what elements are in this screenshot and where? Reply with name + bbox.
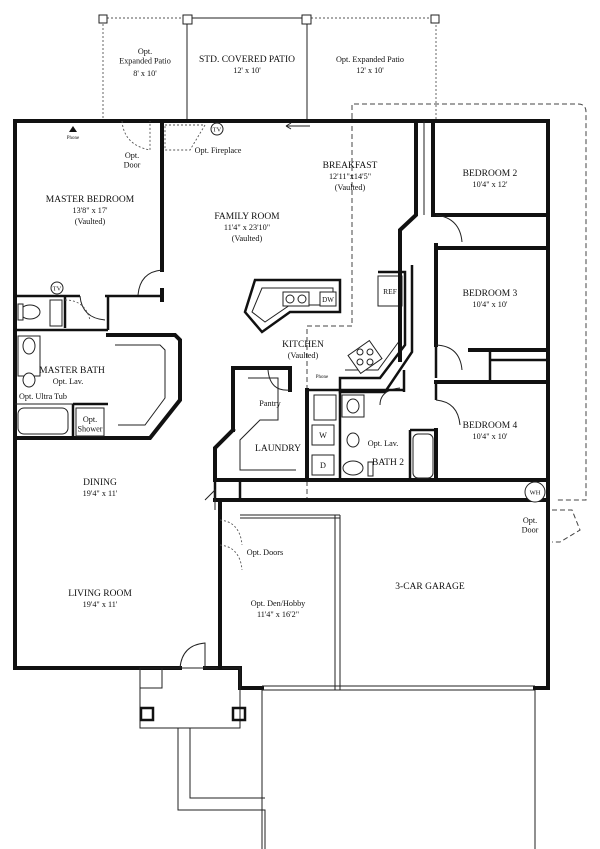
- garage-opt-door: [552, 509, 581, 543]
- water-heater: [524, 481, 546, 503]
- opt-door-garage-label: Opt.Door: [522, 516, 539, 534]
- patio-right-size: 12' x 10': [356, 66, 384, 75]
- dining-label: DINING: [83, 478, 117, 488]
- bath2-sink: [346, 432, 360, 448]
- master-toilet-tank: [17, 303, 24, 321]
- svg-text:TV: TV: [213, 127, 222, 134]
- tv-marker: TV: [210, 122, 224, 136]
- breakfast-size: 12'11"x14'5": [329, 172, 371, 181]
- garage-walls: [204, 480, 550, 690]
- entry-door-swing: [179, 642, 206, 669]
- master-suite-walls: [13, 119, 182, 440]
- kitchen-walls: [243, 265, 414, 394]
- opt-lav-sink: [22, 372, 36, 388]
- opt-shower: [75, 407, 105, 437]
- bedroom3-size: 10'4" x 10': [473, 300, 508, 309]
- master-bedroom-size: 13'8" x 17': [73, 206, 108, 215]
- master-door-swing: [137, 269, 163, 296]
- master-sink: [22, 337, 36, 355]
- den-door-swing: [219, 544, 243, 571]
- patio-post: [430, 14, 440, 24]
- dining-door-swing: [267, 369, 291, 391]
- bedroom3-label: BEDROOM 3: [463, 289, 518, 299]
- patio-left-label: Opt.Expanded Patio: [119, 47, 171, 65]
- front-porch: [139, 667, 536, 849]
- svg-text:TV: TV: [53, 286, 62, 293]
- opt-shower-label: Opt.Shower: [77, 415, 102, 433]
- bath2-toilet: [342, 460, 364, 476]
- laundry-label: LAUNDRY: [255, 444, 301, 454]
- phone-label: Phone: [316, 375, 329, 380]
- breakfast-label: BREAKFAST: [323, 161, 378, 171]
- covered-patio-size: 12' x 10': [233, 66, 261, 75]
- patio-right-label: Opt. Expanded Patio: [336, 55, 404, 64]
- washer-label: W: [319, 431, 327, 440]
- master-bedroom-note: (Vaulted): [75, 217, 106, 226]
- patio-area: [98, 14, 440, 122]
- master-bedroom-label: MASTER BEDROOM: [46, 195, 135, 205]
- patio-post: [182, 14, 193, 25]
- bath2-tub: [412, 433, 434, 479]
- opt-door-label: Opt.Door: [124, 151, 141, 169]
- family-room-note: (Vaulted): [232, 234, 263, 243]
- patio-post: [301, 14, 312, 25]
- master-bath-fixtures: [17, 299, 105, 437]
- bedroom2-door-swing: [435, 214, 463, 243]
- opt-doors-label: Opt. Doors: [247, 548, 283, 557]
- den-door-swing: [219, 519, 243, 546]
- den-label: Opt. Den/Hobby: [251, 599, 306, 608]
- utility-walls: [213, 366, 550, 482]
- bath2-label: BATH 2: [372, 458, 404, 468]
- fireplace: [164, 124, 206, 151]
- patio-left-size: 8' x 10': [133, 69, 157, 78]
- bedroom2-size: 10'4" x 12': [473, 180, 508, 189]
- family-room-label: FAMILY ROOM: [214, 212, 280, 222]
- bath-door-dot: [64, 299, 91, 321]
- pantry-label: Pantry: [259, 399, 281, 408]
- bedroom3-door-swing: [435, 344, 463, 371]
- opt-fireplace-label: Opt. Fireplace: [195, 146, 242, 155]
- den-size: 11'4" x 16'2": [257, 610, 299, 619]
- kitchen-note: (Vaulted): [288, 351, 319, 360]
- dining-size: 19'4" x 11': [83, 489, 118, 498]
- dryer-label: D: [320, 461, 326, 470]
- optional-extension-outline: [351, 103, 587, 501]
- washer: [311, 424, 335, 446]
- bedroom2-label: BEDROOM 2: [463, 169, 518, 179]
- bedroom4-size: 10'4" x 10': [473, 432, 508, 441]
- ref-label: REF: [383, 287, 397, 296]
- kitchen-label: KITCHEN: [282, 340, 324, 350]
- master-door-swing: [79, 295, 106, 321]
- living-room-size: 19'4" x 11': [83, 600, 118, 609]
- garage-label: 3-CAR GARAGE: [395, 582, 465, 592]
- opt-lav-bath2-label: Opt. Lav.: [368, 439, 399, 448]
- bath2-door-swing: [379, 387, 401, 406]
- hall-walls: [398, 119, 550, 482]
- phone-icon: [69, 126, 77, 132]
- living-room-label: LIVING ROOM: [68, 589, 132, 599]
- opt-door-swing: [121, 120, 151, 151]
- patio-post: [98, 14, 108, 24]
- opt-lav-master-label: Opt. Lav.: [53, 377, 84, 386]
- dw-label: DW: [322, 296, 334, 304]
- wh-label: WH: [530, 490, 541, 497]
- sliding-door-arrow: [285, 122, 310, 130]
- phone-label: Phone: [67, 136, 80, 141]
- bedroom4-door-swing: [435, 399, 461, 426]
- family-room-size: 11'4" x 23'10": [224, 223, 270, 232]
- tv-marker: TV: [50, 281, 64, 295]
- covered-patio-label: STD. COVERED PATIO: [199, 55, 295, 65]
- bedroom4-label: BEDROOM 4: [463, 421, 518, 431]
- opt-ultra-tub-label: Opt. Ultra Tub: [19, 392, 67, 401]
- master-bath-label: MASTER BATH: [39, 366, 105, 376]
- dryer: [311, 454, 335, 476]
- ultra-tub: [17, 407, 69, 435]
- breakfast-note: (Vaulted): [335, 183, 366, 192]
